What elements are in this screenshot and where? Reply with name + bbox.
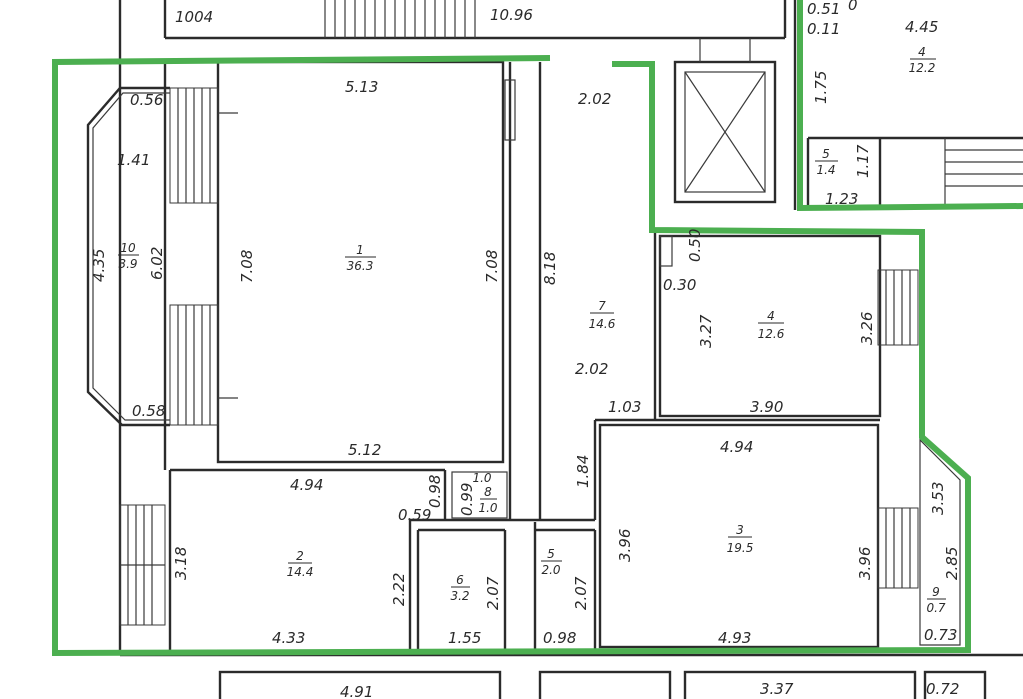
room-7-area: 14.6 (589, 317, 616, 331)
dim-r1-right: 7.08 (483, 250, 501, 283)
room-10-area: 3.9 (118, 257, 137, 271)
dim-r6-155: 1.55 (448, 629, 481, 647)
dim-r2-318: 3.18 (172, 547, 190, 580)
dim-r1-bottom: 5.12 (348, 441, 381, 459)
dim-top-left: 1004 (175, 8, 213, 26)
dim-r3-184: 1.84 (574, 455, 592, 488)
dim-r3-right: 3.96 (856, 547, 874, 580)
elevator-shaft (673, 38, 777, 204)
dim-r5-207: 2.07 (572, 576, 590, 610)
dim-nb-011: 0.11 (807, 20, 840, 38)
dim-r9-353: 3.53 (929, 482, 947, 515)
dim-r2-bottom: 4.33 (272, 629, 305, 647)
room-4-area: 12.6 (758, 327, 785, 341)
room-10-number: 10 (120, 241, 136, 255)
dim-top-mid: 10.96 (490, 6, 533, 24)
dim-r6-207: 2.07 (484, 576, 502, 610)
dim-bot-337: 3.37 (760, 680, 794, 698)
stair-top (324, 0, 476, 38)
room-6-area: 3.2 (450, 589, 469, 603)
room-1-area: 36.3 (347, 259, 374, 273)
room-1-number: 1 (356, 243, 364, 257)
dim-r10-435: 4.35 (90, 249, 108, 282)
walls (86, 0, 1023, 699)
dim-r4-326: 3.26 (858, 312, 876, 345)
dim-r8-10: 1.0 (472, 471, 491, 485)
room-3-number: 3 (736, 523, 744, 537)
dim-nb-051: 0.51 (807, 0, 840, 18)
dim-r4-050: 0.50 (686, 229, 704, 262)
neighbor-room-4-area: 12.2 (909, 61, 936, 75)
room-6-number: 6 (456, 573, 464, 587)
neighbor-room-5-number: 5 (822, 147, 830, 161)
dim-nb-0: 0 (848, 0, 858, 14)
dim-r7-103: 1.03 (608, 398, 641, 416)
window-room1-left (169, 87, 238, 426)
room-3-area: 19.5 (727, 541, 754, 555)
room-8-number: 8 (484, 485, 492, 499)
dim-r1-left: 7.08 (238, 250, 256, 283)
dim-r4-030: 0.30 (663, 276, 696, 294)
neighbor-outline (797, 0, 1023, 212)
neighbor-room-4-number: 4 (918, 45, 926, 59)
room-5-number: 5 (547, 547, 555, 561)
dim-r9-285: 2.85 (943, 547, 961, 580)
window-room4-right (877, 269, 919, 346)
dim-r7-top: 2.02 (578, 90, 611, 108)
apartment-outline (52, 55, 971, 657)
dim-nb-445: 4.45 (905, 18, 938, 36)
window-room3-right (877, 507, 919, 589)
room-2-number: 2 (296, 549, 304, 563)
room-2-area: 14.4 (287, 565, 314, 579)
dim-r10-056: 0.56 (130, 91, 163, 109)
dim-r9-073: 0.73 (924, 626, 957, 644)
dim-r4-390: 3.90 (750, 398, 783, 416)
dim-r3-left: 3.96 (616, 529, 634, 562)
dim-nb-117: 1.17 (854, 144, 872, 178)
dim-bot-072: 0.72 (926, 680, 959, 698)
room-5-area: 2.0 (541, 563, 560, 577)
dim-r10-602: 6.02 (148, 247, 166, 280)
dim-nb-175: 1.75 (812, 71, 830, 104)
neighbor-room-5-area: 1.4 (816, 163, 835, 177)
dim-r10-058: 0.58 (132, 402, 165, 420)
room-4-number: 4 (767, 309, 775, 323)
room-8-area: 1.0 (478, 501, 497, 515)
dim-r7-202: 2.02 (575, 360, 608, 378)
dim-r2-059: 0.59 (398, 506, 431, 524)
dim-r8-099: 0.99 (458, 483, 476, 516)
stair-top-right (944, 138, 1023, 205)
dim-bot-491: 4.91 (340, 683, 373, 699)
dim-r2-top: 4.94 (290, 476, 323, 494)
dim-nb-123: 1.23 (825, 190, 858, 208)
dim-r10-141: 1.41 (117, 151, 150, 169)
dim-r4-327: 3.27 (697, 314, 715, 348)
room-9-number: 9 (932, 585, 940, 599)
dim-r5-098: 0.98 (543, 629, 576, 647)
room-9-area: 0.7 (926, 601, 945, 615)
dim-r3-top: 4.94 (720, 438, 753, 456)
room-7-number: 7 (598, 299, 606, 313)
window-room2-left (119, 504, 166, 626)
dim-r2-222: 2.22 (390, 573, 408, 606)
dim-r2-098: 0.98 (426, 475, 444, 508)
dim-r1-top: 5.13 (345, 78, 378, 96)
dim-r3-bottom: 4.93 (718, 629, 751, 647)
dim-r7-818: 8.18 (541, 252, 559, 285)
